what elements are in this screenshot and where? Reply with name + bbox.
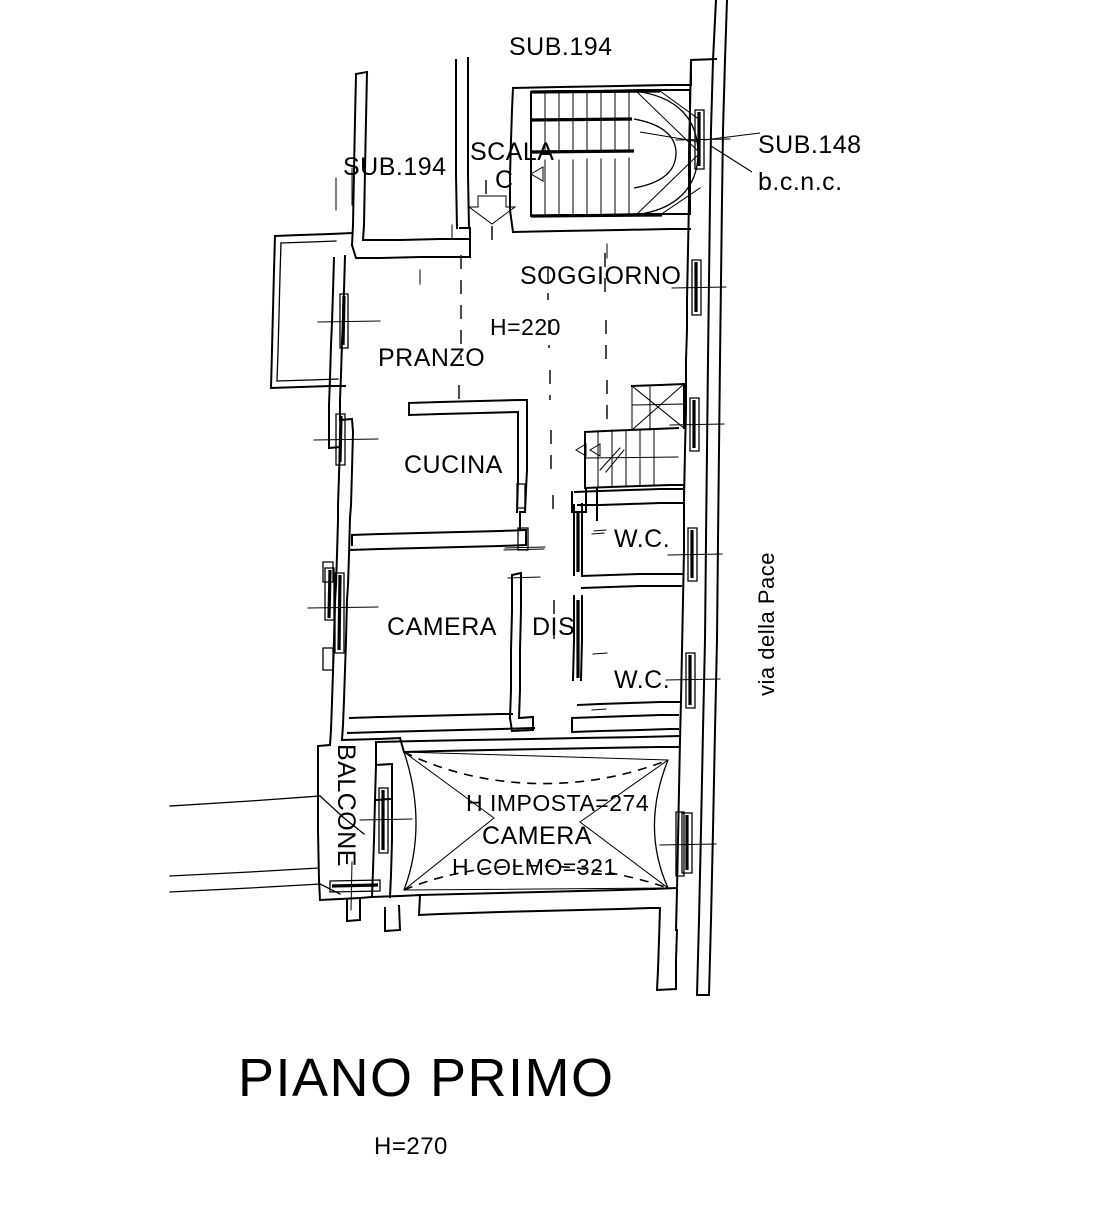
room-label-camera-volta: CAMERA	[482, 822, 592, 850]
label-height-colmo: H COLMO=321	[452, 854, 617, 880]
page-title: PIANO PRIMO	[238, 1048, 615, 1108]
label-sub-148: SUB.148	[758, 131, 862, 159]
label-scala-letter: C	[495, 166, 514, 194]
label-bcnc: b.c.n.c.	[758, 168, 843, 196]
page-title-height-note: H=270	[374, 1133, 448, 1160]
label-sub-194-top: SUB.194	[509, 33, 613, 61]
label-height-main: H=220	[490, 314, 561, 340]
room-label-cucina: CUCINA	[404, 451, 503, 479]
room-label-balcone: BALCONE	[332, 744, 360, 867]
room-label-soggiorno: SOGGIORNO	[520, 262, 682, 290]
room-label-wc-upper: W.C.	[614, 525, 671, 553]
label-sub-194-left: SUB.194	[343, 153, 447, 181]
room-label-pranzo: PRANZO	[378, 344, 486, 372]
label-height-imposta: H IMPOSTA=274	[466, 790, 650, 816]
label-via-della-pace: via della Pace	[754, 552, 779, 696]
room-label-dis: DIS	[532, 613, 576, 641]
label-scala: SCALA	[470, 138, 555, 166]
room-label-camera: CAMERA	[387, 613, 497, 641]
room-label-wc-lower: W.C.	[614, 666, 671, 694]
